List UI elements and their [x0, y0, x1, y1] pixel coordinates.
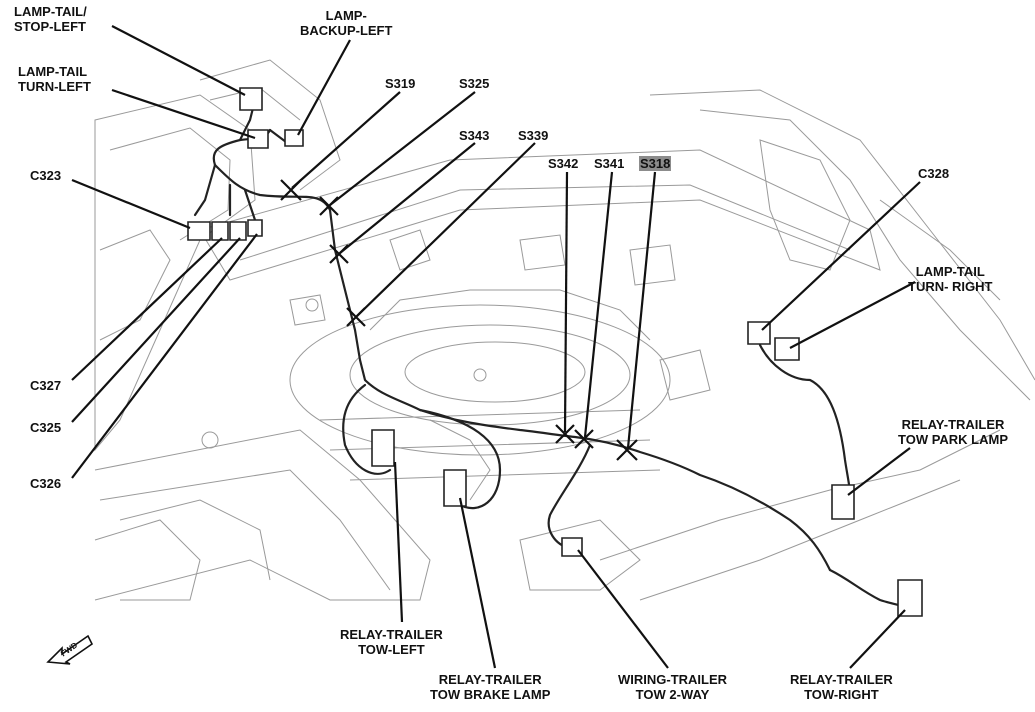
wiring-trailer-tow-2way-connector: [562, 538, 582, 556]
label-relay-trailer-tow-park-lamp: RELAY-TRAILER TOW PARK LAMP: [898, 417, 1009, 447]
label-c323: C323: [30, 168, 62, 183]
left-body-panel: [95, 95, 255, 450]
leader-s318: [628, 172, 655, 448]
leader-s339: [357, 143, 535, 316]
splice-s341-mark: [575, 430, 593, 448]
leader-c327: [72, 238, 222, 380]
leader-s343: [340, 143, 475, 253]
label-s319: S319: [385, 76, 416, 91]
lamp-tail-stop-left-connector: [240, 88, 262, 110]
right-frame-rail: [600, 430, 1000, 560]
relay-trailer-tow-right: [898, 580, 922, 616]
relay-trailer-tow-left: [372, 430, 394, 466]
harness-main-trunk: [215, 165, 830, 570]
label-c328: C328: [918, 166, 950, 181]
label-lamp-tail-turn-left: LAMP-TAIL TURN-LEFT: [18, 64, 91, 94]
label-c326: C326: [30, 476, 62, 491]
leader-s325: [330, 92, 475, 205]
label-s325: S325: [459, 76, 490, 91]
label-relay-trailer-tow-brake-lamp: RELAY-TRAILER TOW BRAKE LAMP: [430, 672, 551, 702]
label-relay-trailer-tow-left: RELAY-TRAILER TOW-LEFT: [340, 627, 443, 657]
leader-c328: [762, 182, 920, 330]
label-s318: S318: [639, 156, 672, 171]
label-c327: C327: [30, 378, 62, 393]
right-body-panel: [650, 90, 1035, 380]
fwd-arrow-icon: [48, 636, 92, 664]
splice-s342-mark: [556, 425, 574, 443]
relay-trailer-tow-park-lamp: [832, 485, 854, 519]
harness-right-upper: [760, 345, 851, 510]
leader-relay-tow-brake-lamp: [460, 498, 495, 668]
lamp-tail-turn-right-connector: [775, 338, 799, 360]
rear-crossmember: [200, 150, 880, 280]
leader-relay-tow-right: [850, 610, 905, 668]
label-wiring-trailer-tow-2way: WIRING-TRAILER TOW 2-WAY: [618, 672, 728, 702]
leader-s342: [565, 172, 567, 432]
label-s341: S341: [594, 156, 625, 171]
leader-lamp-tail-turn-left: [112, 90, 255, 138]
leader-wiring-tow-2way: [578, 550, 668, 668]
splice-s318-mark: [617, 440, 637, 460]
label-lamp-backup-left: LAMP- BACKUP-LEFT: [300, 8, 393, 38]
leader-relay-tow-park-lamp: [848, 448, 910, 495]
label-c325: C325: [30, 420, 62, 435]
left-frame-rail: [95, 430, 430, 600]
harness-left-branch: [343, 385, 390, 474]
label-s339: S339: [518, 128, 549, 143]
leader-lamp-tail-turn-right: [790, 282, 915, 348]
connector-c326: [248, 220, 262, 236]
leader-lamp-backup-left: [298, 40, 350, 135]
label-lamp-tail-stop-left: LAMP-TAIL/ STOP-LEFT: [14, 4, 87, 34]
connector-c323: [188, 222, 210, 240]
leader-lamp-tail-stop-left: [112, 26, 245, 95]
leader-c323: [72, 180, 190, 228]
label-s342: S342: [548, 156, 579, 171]
connector-c327: [212, 222, 228, 240]
label-lamp-tail-turn-right: LAMP-TAIL TURN- RIGHT: [908, 264, 993, 294]
leader-s341: [585, 172, 612, 437]
leader-c326: [72, 234, 257, 478]
harness-2way-branch: [549, 445, 590, 548]
leader-c325: [72, 238, 240, 422]
leader-relay-tow-left: [395, 462, 402, 622]
label-relay-trailer-tow-right: RELAY-TRAILER TOW-RIGHT: [790, 672, 893, 702]
lamp-tail-turn-left-connector: [248, 130, 268, 148]
relay-trailer-tow-brake-lamp: [444, 470, 466, 506]
connector-c325: [230, 222, 246, 240]
leader-s319: [292, 92, 400, 188]
label-s343: S343: [459, 128, 490, 143]
harness-brake-branch: [420, 410, 500, 508]
